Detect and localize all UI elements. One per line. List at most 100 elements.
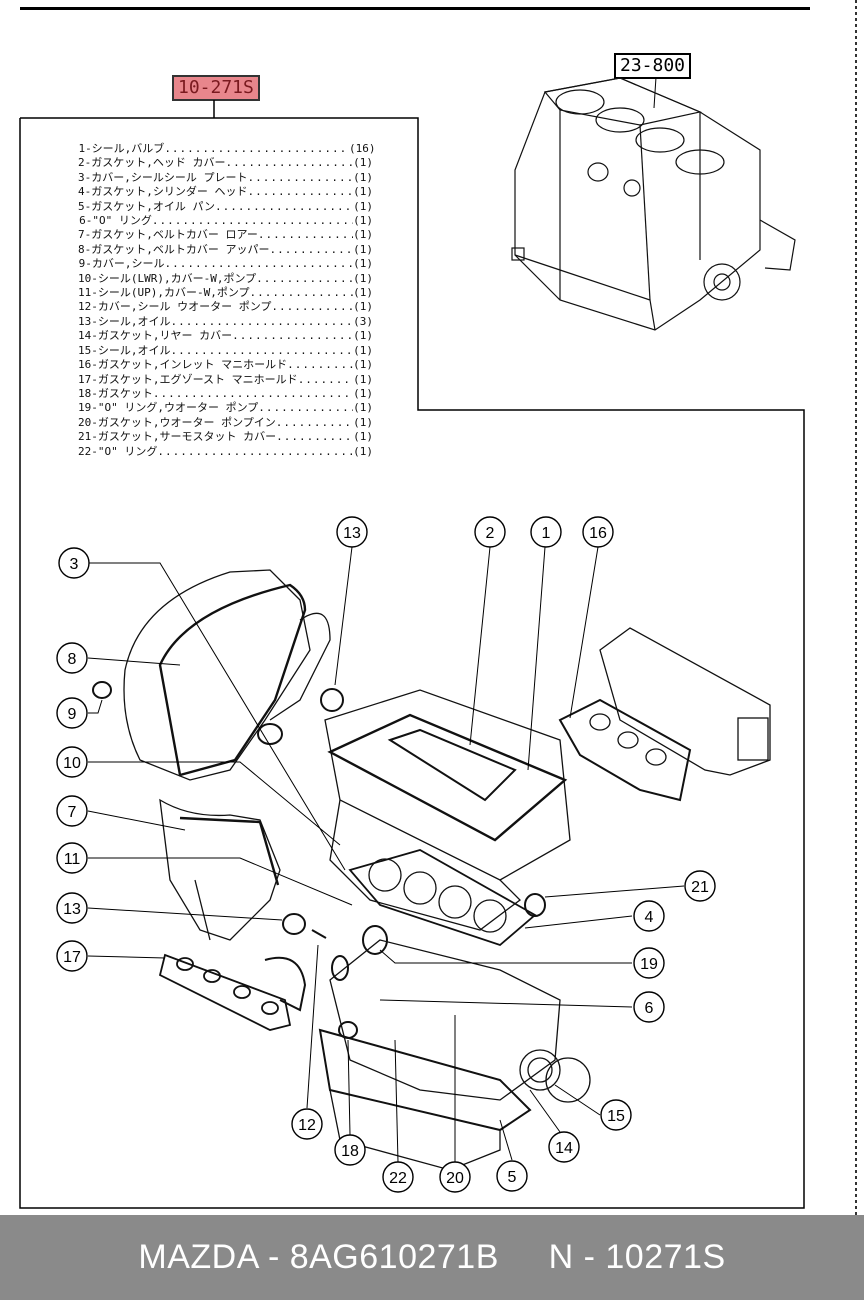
parts-list-row[interactable]: 18-ガスケット................................… bbox=[78, 387, 373, 401]
callout-marker bbox=[600, 1099, 632, 1131]
callout-13-b: 13 bbox=[343, 525, 361, 542]
part-name: -ガスケット,エグゾースト マニホールド bbox=[91, 372, 298, 386]
part-name: -"O" リング bbox=[85, 214, 152, 228]
callout-marker bbox=[474, 516, 506, 548]
part-name: -カバー,シール ウオーター ポンプ bbox=[91, 300, 272, 314]
callout-marker bbox=[56, 842, 88, 874]
part-qty: (1) bbox=[353, 286, 373, 300]
callout-22: 22 bbox=[389, 1170, 407, 1187]
part-name: -ガスケット,インレット マニホールド bbox=[91, 358, 288, 372]
part-name: -シール,バルブ bbox=[85, 142, 165, 155]
callout-marker bbox=[548, 1131, 580, 1163]
kit-ref-text: 10-271S bbox=[178, 77, 254, 98]
part-qty: (1) bbox=[353, 228, 373, 242]
parts-list-row[interactable]: 4-ガスケット,シリンダー ヘッド.......................… bbox=[78, 185, 373, 199]
parts-list-row[interactable]: 17-ガスケット,エグゾースト マニホールド..................… bbox=[78, 373, 373, 387]
parts-list-row[interactable]: 13-シール,オイル..............................… bbox=[78, 315, 373, 329]
callout-12: 12 bbox=[298, 1117, 316, 1134]
part-number: 1 bbox=[78, 142, 86, 155]
callout-marker bbox=[582, 516, 614, 548]
part-qty: (1) bbox=[353, 430, 373, 444]
part-number: 12 bbox=[78, 300, 92, 314]
callout-marker bbox=[291, 1108, 323, 1140]
leader-dots: ........................................… bbox=[247, 170, 354, 184]
callout-marker bbox=[334, 1134, 366, 1166]
part-name: -シール,オイル bbox=[91, 343, 171, 357]
parts-list: 1-シール,バルブ...............................… bbox=[78, 142, 376, 459]
callout-20: 20 bbox=[446, 1170, 464, 1187]
callout-numbers: 3 8 9 10 7 11 13 17 13 2 1 16 21 4 19 6 … bbox=[63, 525, 709, 1187]
callout-8: 8 bbox=[68, 651, 77, 668]
part-qty: (3) bbox=[353, 314, 373, 328]
parts-list-row[interactable]: 1-シール,バルブ...............................… bbox=[78, 142, 375, 156]
block-ref-label[interactable]: 23-800 bbox=[614, 53, 692, 79]
callout-markers bbox=[56, 516, 716, 1193]
footer-ref: N - 10271S bbox=[548, 1238, 726, 1276]
callout-marker bbox=[56, 892, 88, 924]
part-number: 17 bbox=[78, 372, 92, 386]
parts-list-row[interactable]: 15-シール,オイル..............................… bbox=[78, 344, 373, 358]
parts-list-row[interactable]: 3-カバー,シールシール プレート.......................… bbox=[78, 171, 373, 185]
part-name: -"O" リング,ウオーター ポンプ bbox=[91, 401, 259, 415]
parts-list-row[interactable]: 16-ガスケット,インレット マニホールド...................… bbox=[78, 358, 373, 372]
footer-part-number: 8AG610271B bbox=[289, 1238, 499, 1276]
part-qty: (1) bbox=[353, 199, 373, 213]
leader-dots: ........................................… bbox=[276, 430, 353, 444]
parts-list-row[interactable]: 12-カバー,シール ウオーター ポンプ....................… bbox=[78, 300, 373, 314]
part-number: 16 bbox=[78, 358, 92, 372]
parts-list-row[interactable]: 22-"O" リング..............................… bbox=[78, 445, 373, 459]
callout-marker bbox=[56, 642, 88, 674]
parts-list-row[interactable]: 8-ガスケット,ベルトカバー アッパー.....................… bbox=[78, 243, 373, 257]
parts-list-row[interactable]: 10-シール(LWR),カバー-W,ポンプ...................… bbox=[78, 272, 373, 286]
part-number: 11 bbox=[78, 286, 92, 300]
top-rule bbox=[20, 7, 810, 10]
leader-dots: ........................................… bbox=[287, 358, 353, 372]
part-qty: (1) bbox=[353, 329, 373, 343]
parts-list-row[interactable]: 21-ガスケット,サーモスタット カバー....................… bbox=[78, 430, 373, 444]
callout-marker bbox=[496, 1160, 528, 1192]
parts-list-row[interactable]: 11-シール(UP),カバー-W,ポンプ....................… bbox=[78, 286, 373, 300]
part-name: -シール(LWR),カバー-W,ポンプ bbox=[91, 271, 257, 285]
part-number: 2 bbox=[78, 156, 85, 170]
part-name: -カバー,シール bbox=[85, 257, 165, 271]
engine-block-illustration bbox=[511, 77, 796, 331]
part-qty: (1) bbox=[353, 257, 373, 271]
parts-list-row[interactable]: 20-ガスケット,ウオーター ポンプイン....................… bbox=[78, 416, 373, 430]
footer-bar: MAZDA - 8AG610271B N - 10271S bbox=[0, 1215, 864, 1300]
part-number: 19 bbox=[78, 401, 92, 415]
part-number: 4 bbox=[78, 185, 85, 199]
part-name: -ガスケット,サーモスタット カバー bbox=[91, 430, 277, 444]
kit-ref-label[interactable]: 10-271S bbox=[172, 75, 260, 101]
part-qty: (1) bbox=[353, 214, 373, 228]
part-number: 22 bbox=[78, 444, 92, 458]
part-name: -ガスケット,リヤー カバー bbox=[91, 329, 233, 343]
leader-dots: ........................................… bbox=[275, 415, 353, 429]
parts-list-row[interactable]: 2-ガスケット,ヘッド カバー.........................… bbox=[78, 156, 373, 170]
parts-list-row[interactable]: 7-ガスケット,ベルトカバー ロアー......................… bbox=[78, 228, 373, 242]
part-number: 5 bbox=[78, 199, 85, 213]
parts-list-row[interactable]: 19-"O" リング,ウオーター ポンプ....................… bbox=[78, 401, 373, 415]
callout-10: 10 bbox=[63, 755, 81, 772]
parts-list-row[interactable]: 5-ガスケット,オイル パン..........................… bbox=[78, 200, 373, 214]
part-number: 6 bbox=[79, 214, 86, 228]
footer-brand: MAZDA bbox=[138, 1238, 258, 1276]
parts-list-row[interactable]: 9-カバー,シール...............................… bbox=[78, 257, 373, 271]
callout-marker bbox=[56, 746, 88, 778]
parts-list-row[interactable]: 14-ガスケット,リヤー カバー........................… bbox=[78, 329, 373, 343]
leader-dots: ........................................… bbox=[170, 343, 354, 357]
belt-cover-illustration bbox=[123, 569, 331, 941]
part-qty: (1) bbox=[353, 401, 373, 415]
part-name: -ガスケット,ヘッド カバー bbox=[84, 156, 226, 170]
leader-dots: ........................................… bbox=[151, 214, 353, 228]
callout-marker bbox=[56, 795, 88, 827]
callout-19: 19 bbox=[640, 956, 658, 973]
parts-list-row[interactable]: 6-"O" リング...............................… bbox=[78, 214, 373, 228]
part-number: 14 bbox=[78, 329, 92, 343]
leader-lines bbox=[87, 546, 685, 1163]
leader-dots: ........................................… bbox=[225, 156, 354, 170]
part-name: -シール(UP),カバー-W,ポンプ bbox=[91, 286, 250, 300]
part-qty: (1) bbox=[353, 156, 373, 170]
callout-17: 17 bbox=[63, 949, 81, 966]
part-name: -ガスケット,ベルトカバー アッパー bbox=[84, 242, 270, 256]
leader-dots: ........................................… bbox=[269, 242, 354, 256]
